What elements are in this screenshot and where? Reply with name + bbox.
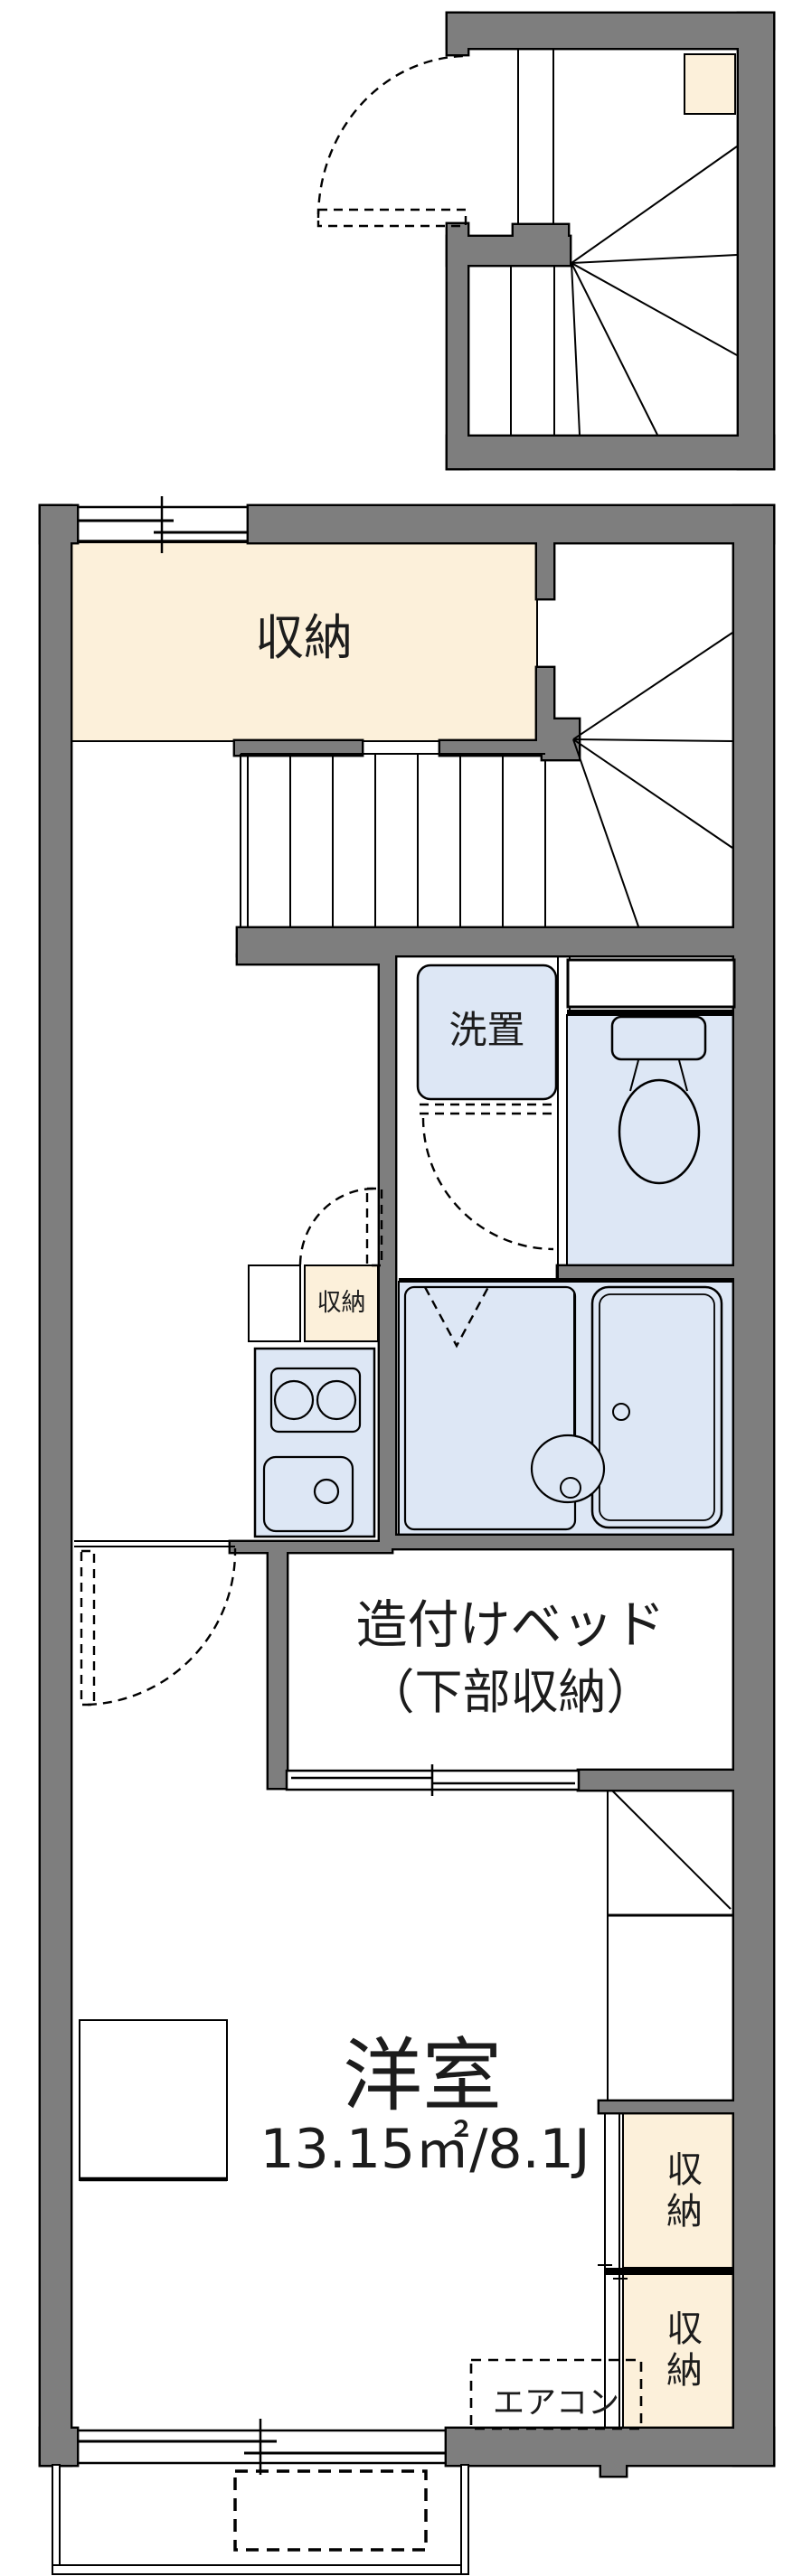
upper-right-wall [739, 14, 773, 468]
stair-treads [240, 753, 546, 928]
room-fills [70, 53, 736, 2430]
bed-bottom-right-wall [579, 1771, 734, 1790]
kitchen-wash-wall [380, 955, 395, 1546]
hall-wall-strip [238, 955, 386, 964]
fridge-space [248, 1264, 301, 1342]
walls [41, 14, 773, 2476]
hall-door-arc [298, 1187, 375, 1265]
stove-icon [269, 1367, 362, 1434]
washroom-door-arc [421, 1117, 554, 1251]
stair-and-lines [74, 48, 738, 2429]
built-in-bed-label-line1: 造付けベッド [355, 1594, 666, 1655]
main-top-wall [249, 506, 773, 542]
storage-room-floor [70, 541, 538, 742]
laundry-label: 洗置 [448, 1008, 525, 1052]
bed-left-wall [269, 1548, 287, 1788]
left-closet [79, 2019, 228, 2182]
toilet-icon [610, 1015, 707, 1185]
stair-hub-block [543, 719, 579, 759]
bed-sliding-door [285, 1764, 581, 1796]
balcony-hatch [233, 2469, 428, 2552]
hall-door-leaf [365, 1187, 383, 1267]
main-left-wall [41, 506, 71, 2465]
upper-winder-fan [571, 146, 738, 436]
vestibule-wall [448, 237, 570, 265]
main-bottom-wall [447, 2429, 773, 2465]
entry-door-arc [316, 54, 468, 219]
upper-bottom-wall [448, 437, 773, 468]
toilet-bottom-wall [558, 1266, 734, 1278]
stair-bottom-wall [238, 928, 734, 955]
entry-door-leaf [316, 208, 467, 228]
west-door-arc [87, 1547, 237, 1706]
main-right-wall [734, 506, 773, 2465]
closet-lower-label: 収納 [660, 2308, 702, 2393]
aircon-label: エアコン [492, 2384, 619, 2421]
closet-upper-label: 収納 [660, 2149, 702, 2233]
upper-left-wall [448, 224, 467, 468]
balcony-tab-wall [601, 2465, 626, 2476]
toilet-top-wall-line [567, 1010, 734, 1016]
washing-machine-icon [416, 964, 558, 1101]
upper-top-wall [448, 14, 773, 48]
bath-bottom-wall [392, 1536, 734, 1548]
western-room-name: 洋室 [342, 2029, 502, 2122]
kitchen-counter [253, 1347, 376, 1538]
main-winder-fan [572, 632, 733, 927]
storage-bottom-wall-a [235, 741, 362, 755]
storage-right-wall-upper [537, 542, 553, 598]
closet-divider [605, 2268, 734, 2275]
balcony [52, 2464, 469, 2575]
upper-left-wall-stub [448, 14, 467, 54]
top-window [77, 496, 249, 553]
kitchen-bottom-wall [231, 1542, 392, 1552]
alcove-tab-wall [600, 2101, 734, 2112]
west-door-leaf [80, 1549, 96, 1706]
main-bottom-wall-left-stub [41, 2429, 77, 2465]
western-room-area: 13.15㎡/8.1J [260, 2118, 590, 2181]
wash-basin-icon [530, 1434, 606, 1504]
kitchen-storage-label: 収納 [316, 1288, 366, 1317]
bath-top-wall-line [399, 1278, 734, 1283]
bottom-window [77, 2419, 447, 2475]
storage-bottom-wall-b [440, 741, 544, 755]
fixtures [52, 958, 736, 2575]
alcove-diagonal [611, 1790, 732, 1910]
built-in-bed-label-line2: （下部収納） [366, 1664, 655, 1720]
black-details [399, 1010, 734, 2275]
windows [77, 496, 581, 2475]
sink-icon [262, 1455, 354, 1533]
x-storage-box [566, 958, 736, 1009]
bath-bifold-door [423, 1286, 490, 1349]
vestibule-wall-tab [514, 225, 568, 238]
shoe-cabinet [684, 53, 736, 115]
storage-room-label: 収納 [255, 608, 353, 666]
bathtub-icon [590, 1285, 723, 1529]
